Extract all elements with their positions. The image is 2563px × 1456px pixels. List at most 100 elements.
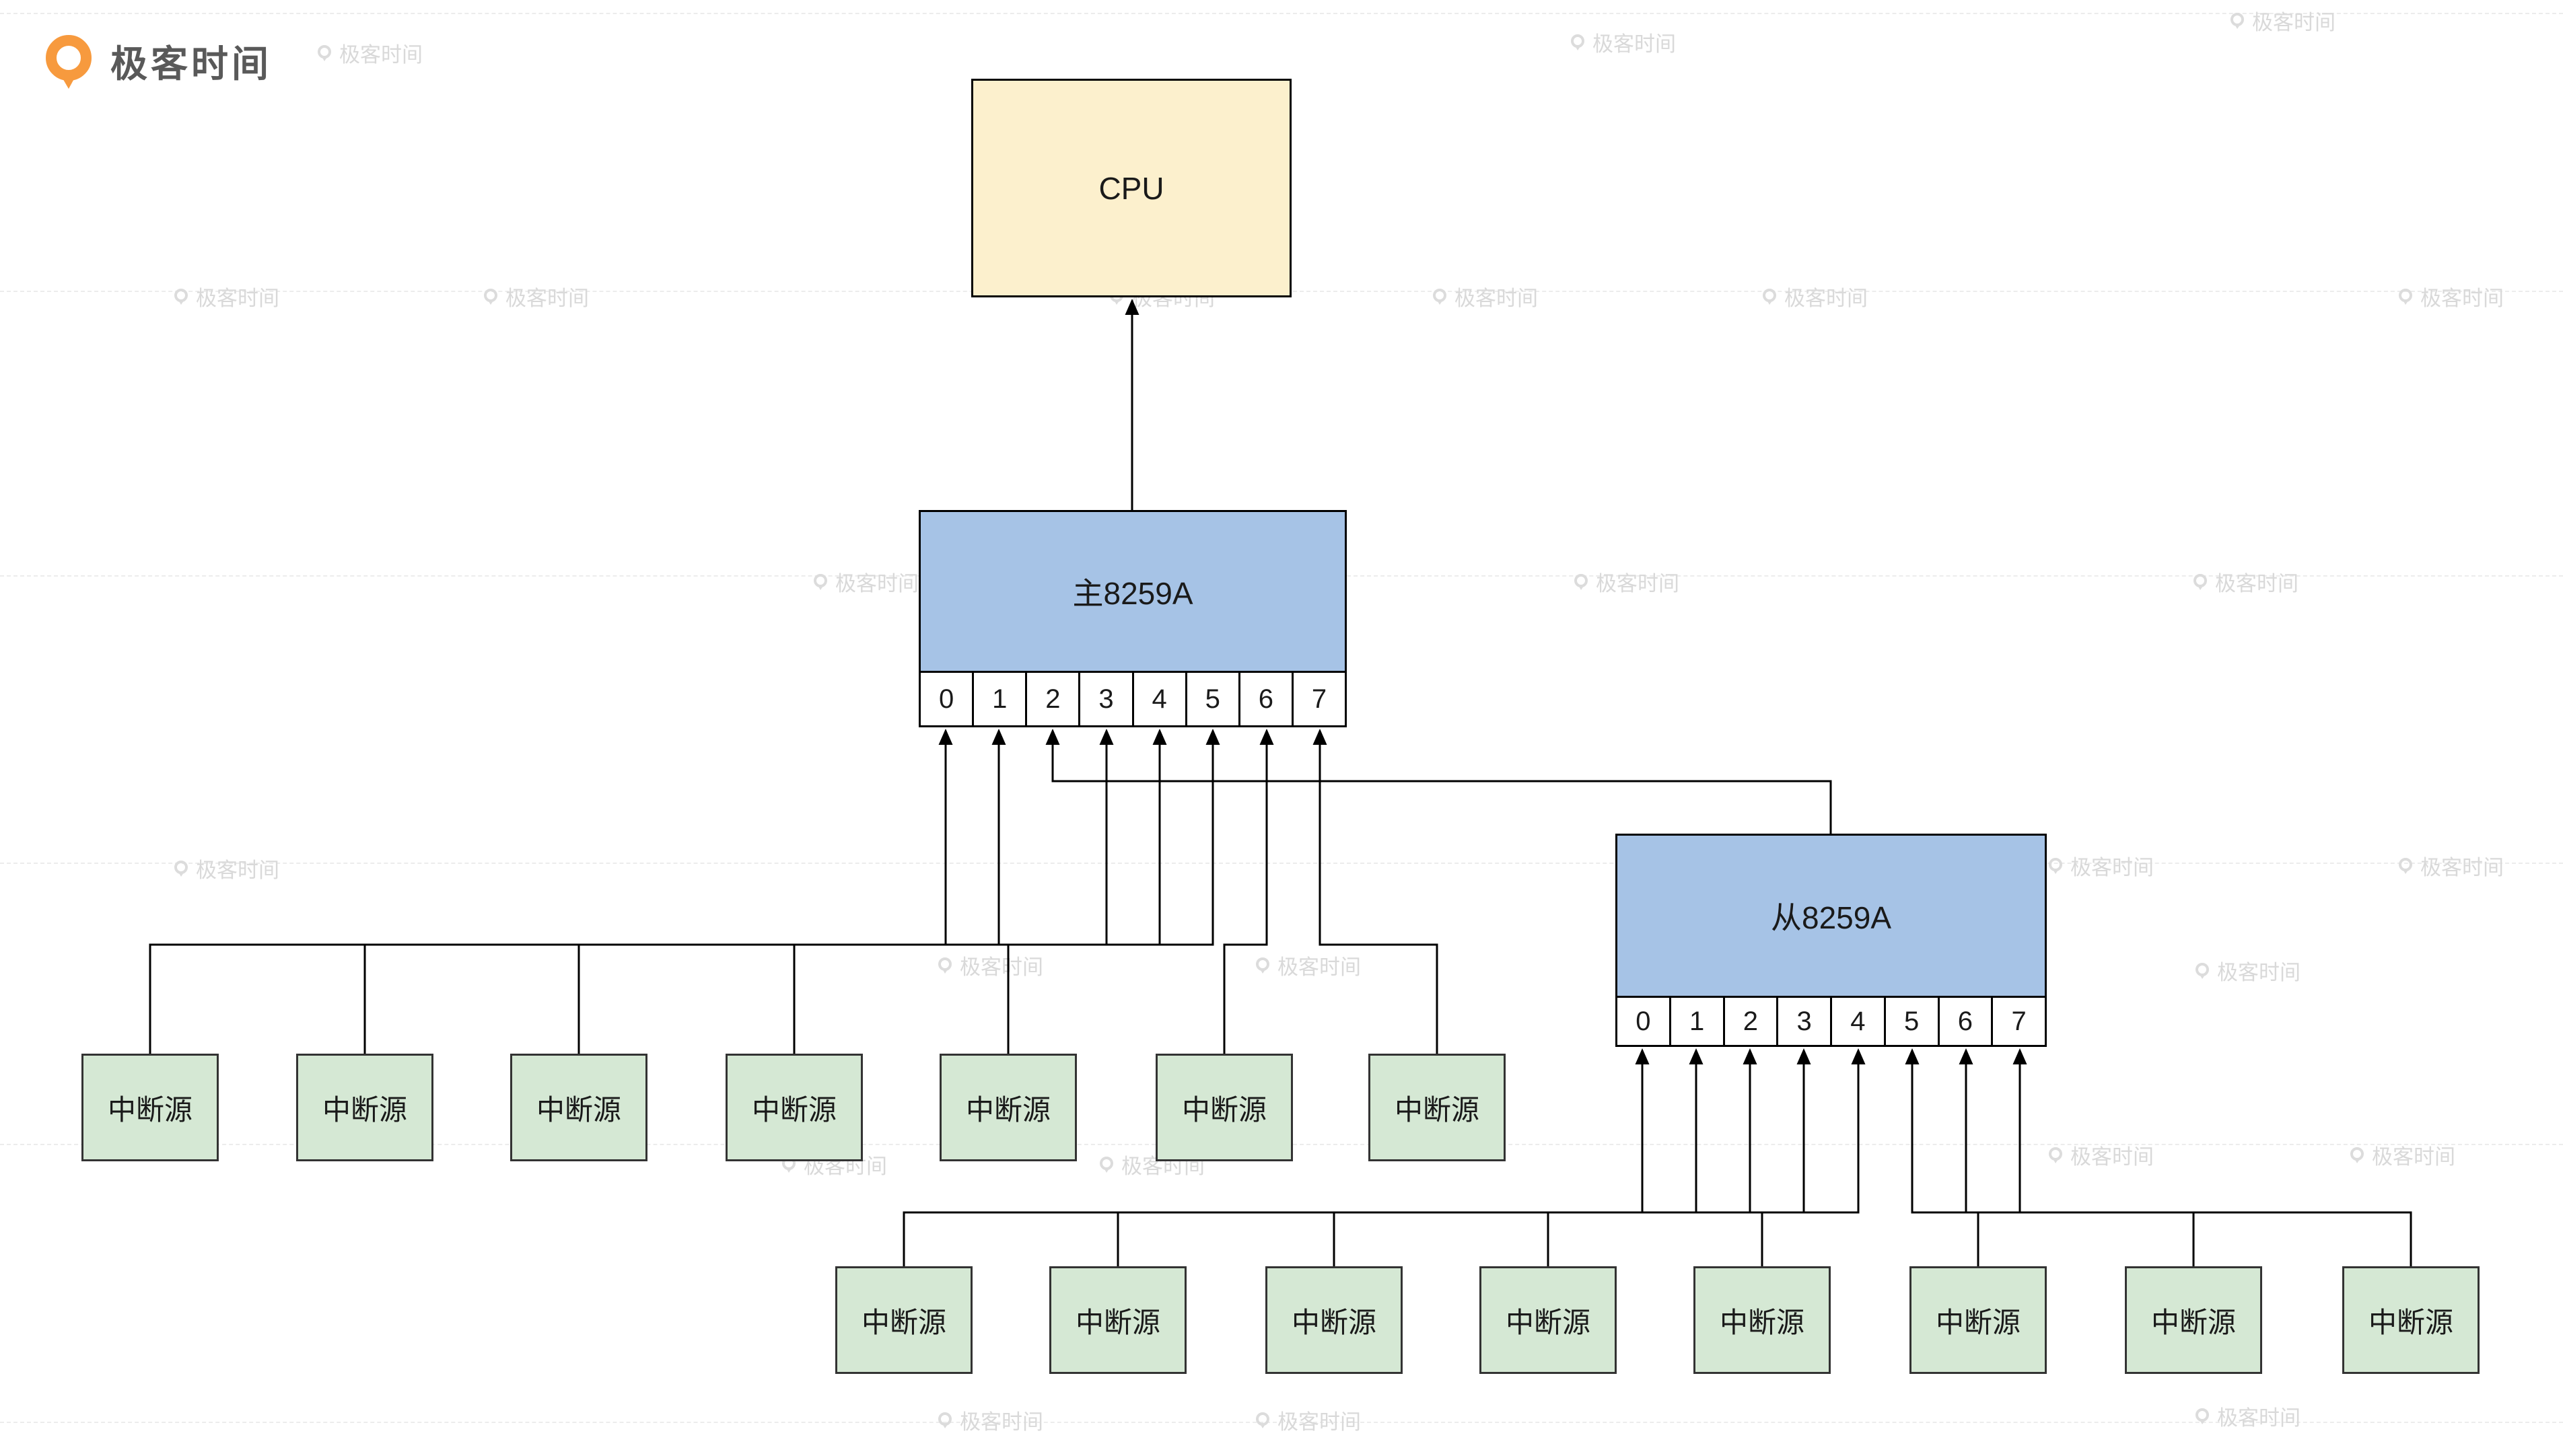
connector-source15-to-slave-pin7	[2012, 1048, 2412, 1266]
watermark: 极客时间	[2348, 1140, 2455, 1170]
watermark: 极客时间	[2046, 850, 2154, 881]
watermark-logo-icon	[484, 288, 497, 305]
watermark: 极客时间	[1572, 567, 1679, 597]
watermark-logo-icon	[2399, 857, 2412, 874]
watermark: 极客时间	[2228, 5, 2336, 36]
master-8259a-label: 主8259A	[921, 512, 1345, 671]
slave-pin-5: 5	[1883, 998, 1938, 1045]
master-pin-7: 7	[1291, 673, 1345, 725]
watermark: 极客时间	[1253, 1405, 1361, 1435]
interrupt-source: 中断源	[835, 1266, 973, 1374]
watermark: 极客时间	[1253, 950, 1361, 980]
watermark-text: 极客时间	[1784, 287, 1868, 310]
watermark-logo-icon	[2196, 962, 2209, 979]
watermark: 极客时间	[172, 853, 279, 883]
watermark: 极客时间	[2396, 850, 2504, 881]
watermark-logo-icon	[318, 44, 331, 61]
watermark-logo-icon	[2193, 573, 2207, 590]
interrupt-source: 中断源	[1479, 1266, 1617, 1374]
interrupt-source: 中断源	[940, 1054, 1077, 1161]
interrupt-source: 中断源	[1265, 1266, 1403, 1374]
watermark-logo-icon	[1571, 34, 1584, 50]
master-pin-4: 4	[1131, 673, 1185, 725]
watermark-logo-icon	[2049, 1146, 2062, 1163]
connector-source1-to-master-pin0	[149, 729, 953, 1054]
watermark: 极客时间	[2193, 1401, 2301, 1431]
watermark: 极客时间	[481, 281, 589, 312]
watermark: 极客时间	[1760, 281, 1868, 312]
grid-line	[0, 863, 2563, 864]
watermark-logo-icon	[174, 288, 188, 305]
watermark-logo-icon	[2399, 288, 2412, 305]
watermark-logo-icon	[938, 1412, 952, 1428]
watermark-text: 极客时间	[2217, 961, 2301, 984]
watermark-logo-icon	[2231, 12, 2244, 29]
watermark-text: 极客时间	[2217, 1406, 2301, 1430]
connector-source6-to-master-pin6	[1223, 729, 1274, 1054]
grid-line	[0, 13, 2563, 14]
watermark: 极客时间	[811, 567, 919, 597]
watermark-text: 极客时间	[1277, 1410, 1361, 1434]
watermark-text: 极客时间	[2420, 856, 2504, 879]
watermark: 极客时间	[936, 1405, 1043, 1435]
watermark-text: 极客时间	[2070, 1145, 2154, 1169]
watermark-logo-icon	[1574, 573, 1588, 590]
interrupt-source: 中断源	[510, 1054, 647, 1161]
watermark-logo-icon	[174, 860, 188, 877]
slave-pin-1: 1	[1669, 998, 1723, 1045]
connector-source12-to-slave-pin4	[1761, 1048, 1866, 1266]
watermark-text: 极客时间	[505, 287, 589, 310]
connector-source14-to-slave-pin6	[1959, 1048, 2195, 1266]
watermark-logo-icon	[814, 573, 827, 590]
watermark-logo-icon	[2350, 1146, 2364, 1163]
interrupt-source: 中断源	[81, 1054, 219, 1161]
slave-pin-0: 0	[1636, 1006, 1651, 1036]
slave-pin-3: 3	[1776, 998, 1830, 1045]
watermark-text: 极客时间	[960, 1410, 1043, 1434]
interrupt-source: 中断源	[1156, 1054, 1293, 1161]
slave-pin-4: 4	[1830, 998, 1884, 1045]
brand-header: 极客时间	[39, 31, 272, 90]
watermark-logo-icon	[2049, 857, 2062, 874]
interrupt-source: 中断源	[1368, 1054, 1506, 1161]
watermark-text: 极客时间	[2215, 572, 2298, 595]
watermark-text: 极客时间	[1454, 287, 1538, 310]
watermark: 极客时间	[172, 281, 279, 312]
master-pin-6: 6	[1238, 673, 1292, 725]
slave-pin-row: 0 1 2 3 4 5 6 7	[1617, 996, 2045, 1045]
cpu-box: CPU	[971, 79, 1292, 297]
grid-line	[0, 1422, 2563, 1423]
watermark-text: 极客时间	[2252, 11, 2336, 34]
interrupt-source: 中断源	[1049, 1266, 1187, 1374]
watermark-logo-icon	[938, 957, 952, 974]
slave-pin-7: 7	[1991, 998, 2045, 1045]
watermark: 极客时间	[2191, 567, 2298, 597]
watermark-text: 极客时间	[2372, 1145, 2455, 1169]
watermark-text: 极客时间	[2070, 856, 2154, 879]
connector-slave-to-master-pin2	[1045, 729, 1832, 834]
master-pin-5: 5	[1185, 673, 1238, 725]
watermark-text: 极客时间	[1277, 955, 1361, 979]
connector-source3-to-master-pin3	[577, 729, 1114, 1054]
watermark: 极客时间	[315, 38, 423, 68]
connector-source13-to-slave-pin5	[1905, 1048, 1979, 1266]
connector-source4-to-master-pin4	[793, 729, 1167, 1054]
watermark-text: 极客时间	[960, 955, 1043, 979]
master-pin-row: 0 1 2 3 4 5 6 7	[921, 671, 1345, 725]
watermark: 极客时间	[1568, 27, 1676, 57]
slave-8259a-box: 从8259A 0 1 2 3 4 5 6 7	[1615, 834, 2047, 1047]
watermark-text: 极客时间	[196, 859, 279, 882]
interrupt-source: 中断源	[2125, 1266, 2262, 1374]
watermark: 极客时间	[2396, 281, 2504, 312]
interrupt-source: 中断源	[2342, 1266, 2480, 1374]
slave-pin-2: 2	[1722, 998, 1777, 1045]
connector-source7-to-master-pin7	[1312, 729, 1438, 1054]
interrupt-source: 中断源	[726, 1054, 863, 1161]
master-pin-3: 3	[1078, 673, 1131, 725]
watermark: 极客时间	[936, 950, 1043, 980]
watermark-logo-icon	[2196, 1408, 2209, 1424]
master-pin-0: 0	[938, 684, 954, 714]
watermark: 极客时间	[2046, 1140, 2154, 1170]
